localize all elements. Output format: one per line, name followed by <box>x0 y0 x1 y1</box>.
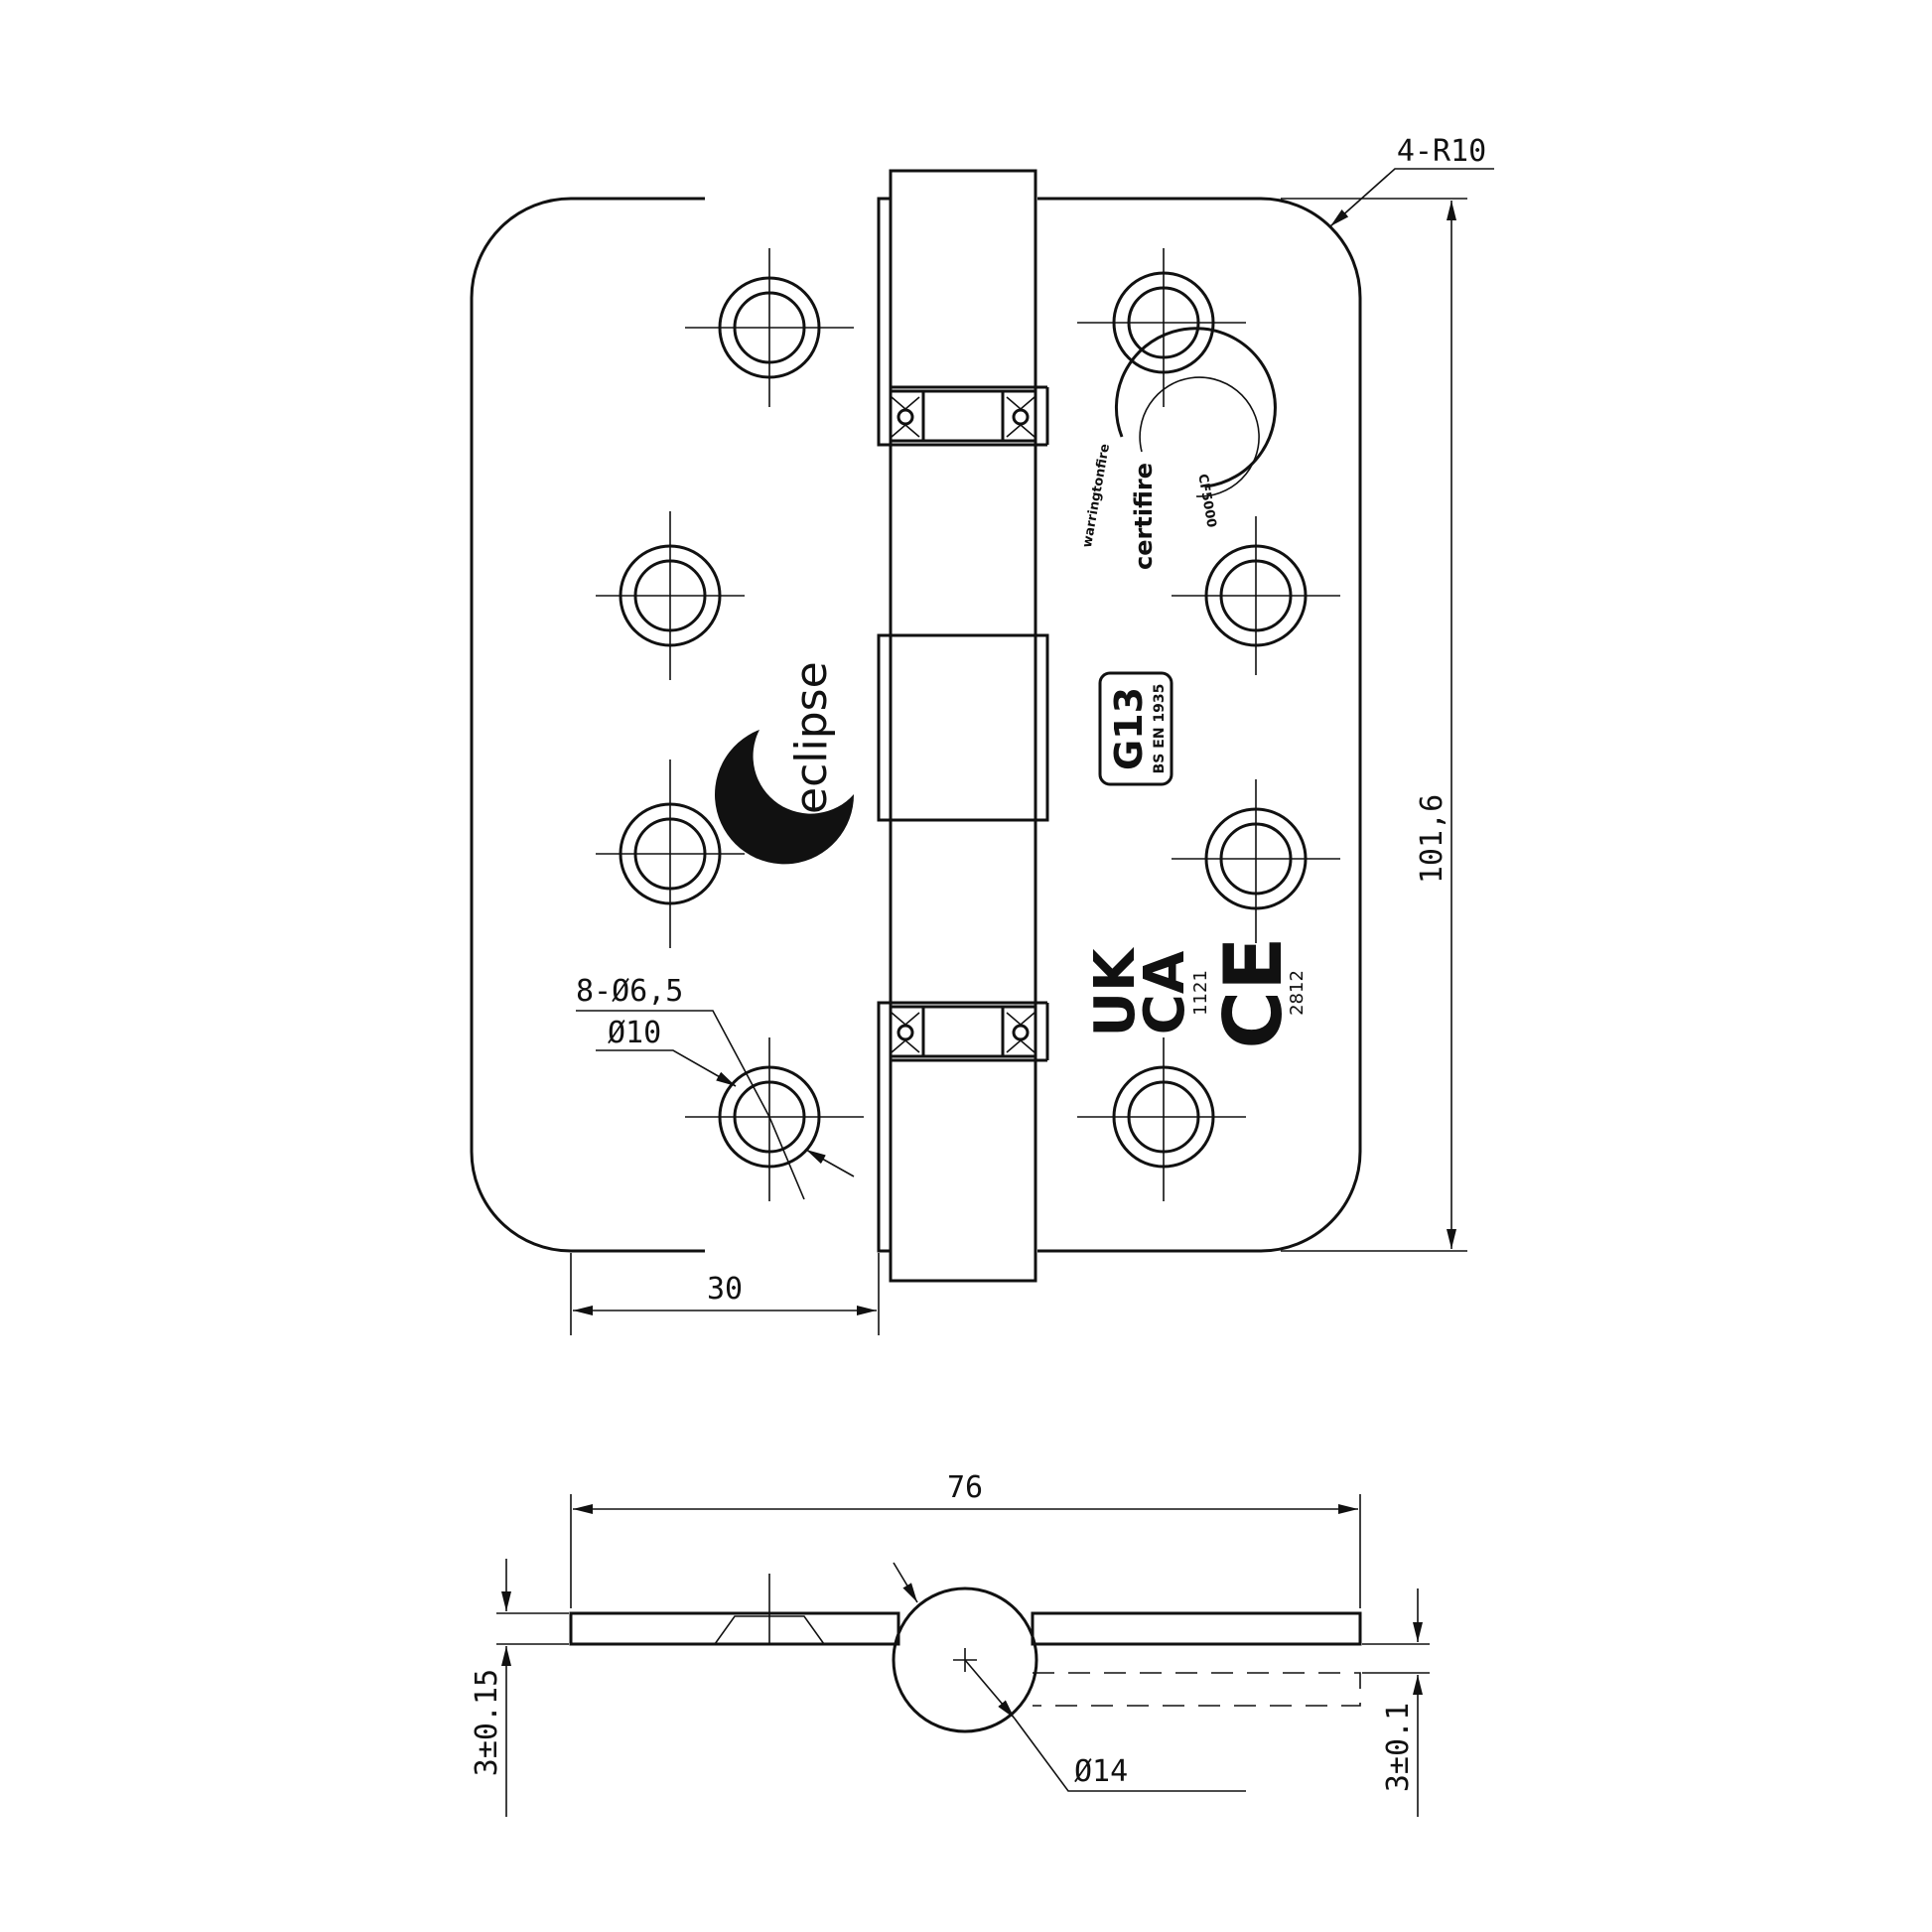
right-knuckle-segment-middle <box>877 633 1049 822</box>
ukca-number-text: 1121 <box>1190 970 1211 1016</box>
screw-hole <box>1077 1037 1246 1201</box>
dim-hole-count-text: 8-Ø6,5 <box>576 974 683 1009</box>
eclipse-crescent-icon <box>715 730 855 865</box>
screw-holes <box>596 248 1340 1201</box>
right-leaf-outline <box>1037 197 1362 1253</box>
dim-hole-diameter: 8-Ø6,5 Ø10 <box>576 974 855 1200</box>
brand-logo-text: eclipse <box>786 661 837 814</box>
screw-hole <box>596 511 745 680</box>
dim-total-width-text: 76 <box>947 1470 983 1505</box>
left-knuckle-segment-top <box>877 197 891 447</box>
screw-hole <box>1172 779 1340 943</box>
dim-knuckle-diameter-text: Ø14 <box>1074 1754 1128 1789</box>
grade-badge: G13 BS EN 1935 <box>1098 671 1173 786</box>
dim-leaf-thickness-left-text: 3±0.15 <box>470 1669 504 1776</box>
right-leaf-plate <box>1031 1611 1362 1646</box>
knuckle-circle <box>892 1587 1038 1733</box>
screw-hole <box>685 248 854 407</box>
left-knuckle-segment-bottom <box>877 1001 891 1253</box>
ukca-line2-text: CA <box>1133 950 1197 1035</box>
folded-leaf-hidden-line <box>1033 1672 1361 1707</box>
left-leaf-plate <box>569 1611 900 1646</box>
ball-bearing-top <box>891 389 1035 443</box>
screw-hole <box>685 1037 864 1201</box>
dim-corner-radius: 4-R10 <box>1329 134 1494 227</box>
ukca-mark: UK CA 1121 <box>1083 946 1211 1036</box>
dim-knuckle-diameter: Ø14 <box>893 1562 1246 1792</box>
left-leaf-outline <box>470 197 705 1253</box>
knuckle-barrel <box>889 169 1037 1283</box>
dim-leaf-width-text: 30 <box>707 1272 743 1307</box>
dim-leaf-width: 30 <box>570 1253 880 1335</box>
ce-mark-text: CE <box>1207 936 1300 1048</box>
standard-text: BS EN 1935 <box>1152 684 1168 774</box>
dim-height-text: 101,6 <box>1415 794 1449 884</box>
ce-mark: CE 2812 <box>1207 936 1308 1048</box>
ball-bearing-bottom <box>891 1005 1035 1058</box>
dim-leaf-thickness-left: 3±0.15 <box>470 1559 569 1817</box>
eclipse-logo: eclipse <box>715 661 855 865</box>
dim-countersink-text: Ø10 <box>608 1016 661 1050</box>
ce-number-text: 2812 <box>1287 970 1308 1016</box>
dim-leaf-thickness-right: 3±0.1 <box>1362 1588 1430 1817</box>
ukca-line1-text: UK <box>1083 946 1148 1036</box>
dim-total-width: 76 <box>570 1470 1361 1608</box>
dim-leaf-thickness-right-text: 3±0.1 <box>1381 1703 1416 1792</box>
certifire-right-arc-text: CF5000 <box>1194 473 1218 528</box>
certifire-mark: certifire warringtonfire CF5000 <box>1080 327 1277 570</box>
front-view: eclipse certifire warringtonfire CF5000 … <box>470 134 1494 1335</box>
dim-height: 101,6 <box>1281 198 1467 1252</box>
screw-hole <box>1077 248 1246 407</box>
screw-hole <box>596 759 745 948</box>
certifire-text: certifire <box>1130 463 1158 570</box>
dim-corner-radius-text: 4-R10 <box>1397 134 1486 169</box>
screw-hole <box>1172 516 1340 675</box>
side-view: 76 Ø14 3±0.15 3±0.1 <box>470 1470 1430 1817</box>
grade-code-text: G13 <box>1107 687 1151 770</box>
certifire-left-arc-text: warringtonfire <box>1080 443 1113 549</box>
